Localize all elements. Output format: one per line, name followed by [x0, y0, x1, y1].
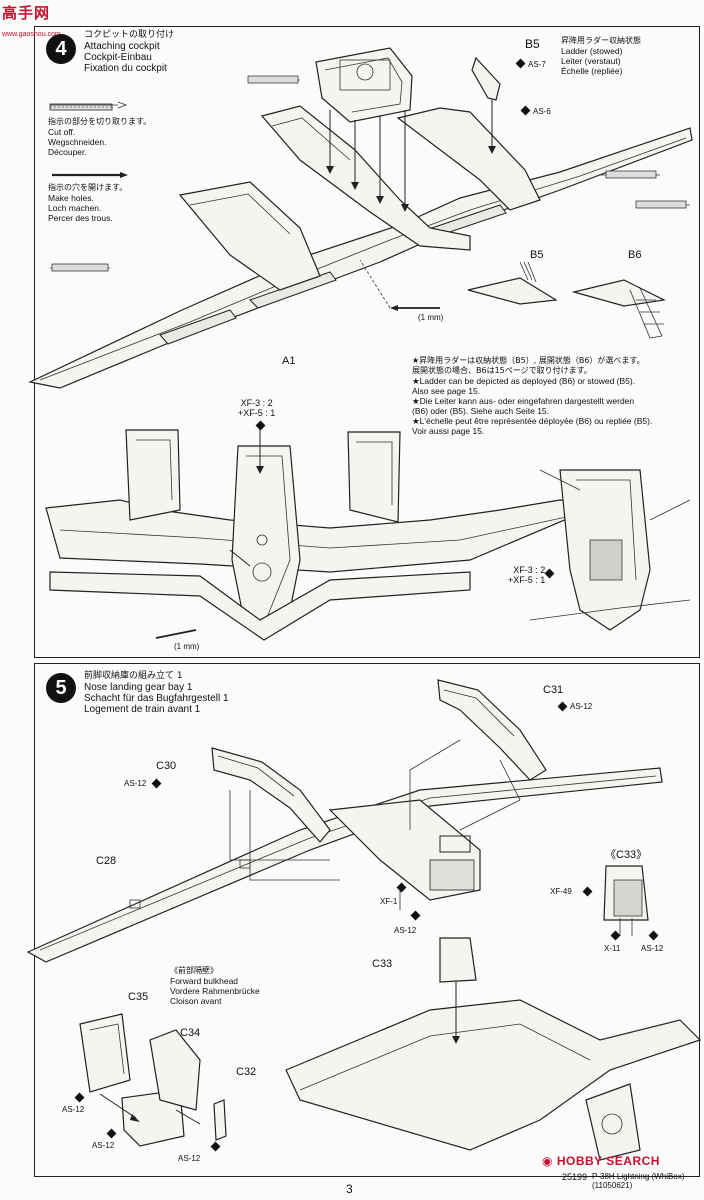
paint-code-xf1: XF-1 [380, 897, 398, 906]
paint-code-as6: AS-6 [533, 107, 551, 116]
drill-size-upper: (1 mm) [418, 313, 444, 322]
cut-legend-text: 指示の部分を切り取ります。 Cut off. Wegschneiden. Déc… [48, 117, 152, 157]
ladder-stowed-title: 昇降用ラダー収納状態 Ladder (stowed) Leiter (verst… [561, 36, 641, 76]
part-label-c32: C32 [236, 1066, 257, 1078]
paint-code-c30: AS-12 [124, 779, 147, 788]
hobby-search-logo: ◉ HOBBY SEARCH [542, 1154, 660, 1168]
drill-legend-icon [50, 168, 130, 186]
product-code: 25199 [562, 1172, 588, 1182]
step5-number-badge: 5 [46, 673, 76, 703]
cut-legend-icon [48, 100, 118, 119]
ladder-note: ★昇降用ラダーは収納状態（B5）, 展開状態（B6）が選べます。 展開状態の場合… [412, 356, 653, 436]
hobby-search-logo-icon: ◉ [542, 1154, 557, 1168]
product-name: P-38H Lightning (WhiBox) (11050621) [592, 1172, 685, 1190]
paint-code-bay-as12: AS-12 [394, 926, 417, 935]
watermark-site-name: 高手网 [2, 4, 51, 22]
step5-title: 前脚収納庫の組み立て 1 Nose landing gear bay 1 Sch… [84, 671, 229, 715]
watermark-logo: 高手网 www.gaoshou.com [2, 2, 72, 38]
paint-code-c33-as12: AS-12 [641, 944, 664, 953]
paint-mix-main: XF-3 : 2 +XF-5 : 1 [238, 398, 276, 418]
watermark-site-url: www.gaoshou.com [2, 31, 61, 38]
paint-code-x11: X-11 [604, 944, 621, 953]
step4-number-badge: 4 [46, 34, 76, 64]
paint-code-as7: AS-7 [528, 60, 546, 69]
part-label-c30: C30 [156, 760, 177, 772]
part-label-c31: C31 [543, 684, 564, 696]
part-label-b6-detail: B6 [628, 249, 642, 261]
bulkhead-title: 《前部隔壁》 Forward bulkhead Vordere Rahmenbr… [170, 966, 260, 1006]
step4-panel [34, 26, 700, 658]
step4-title: コクピットの取り付け Attaching cockpit Cockpit-Ein… [84, 30, 175, 74]
paint-code-c32: AS-12 [178, 1154, 201, 1163]
part-label-b5-detail: B5 [530, 249, 544, 261]
part-label-c33-box: 《C33》 [605, 849, 648, 861]
part-label-c34: C34 [180, 1027, 201, 1039]
paint-code-c35: AS-12 [62, 1105, 85, 1114]
paint-mix-detail: XF-3 : 2 +XF-5 : 1 [508, 565, 546, 585]
step5-panel [34, 663, 700, 1177]
part-label-c28: C28 [96, 855, 117, 867]
page-number: 3 [346, 1182, 353, 1196]
part-label-c33: C33 [372, 958, 393, 970]
part-label-b5-top: B5 [525, 37, 540, 51]
part-label-c35: C35 [128, 991, 149, 1003]
drill-legend-text: 指示の穴を開けます。 Make holes. Loch machen. Perc… [48, 183, 128, 223]
part-label-a1: A1 [282, 355, 296, 367]
paint-code-xf49: XF-49 [550, 887, 572, 896]
paint-code-c34: AS-12 [92, 1141, 115, 1150]
paint-code-c31: AS-12 [570, 702, 593, 711]
drill-size-lower: (1 mm) [174, 642, 200, 651]
